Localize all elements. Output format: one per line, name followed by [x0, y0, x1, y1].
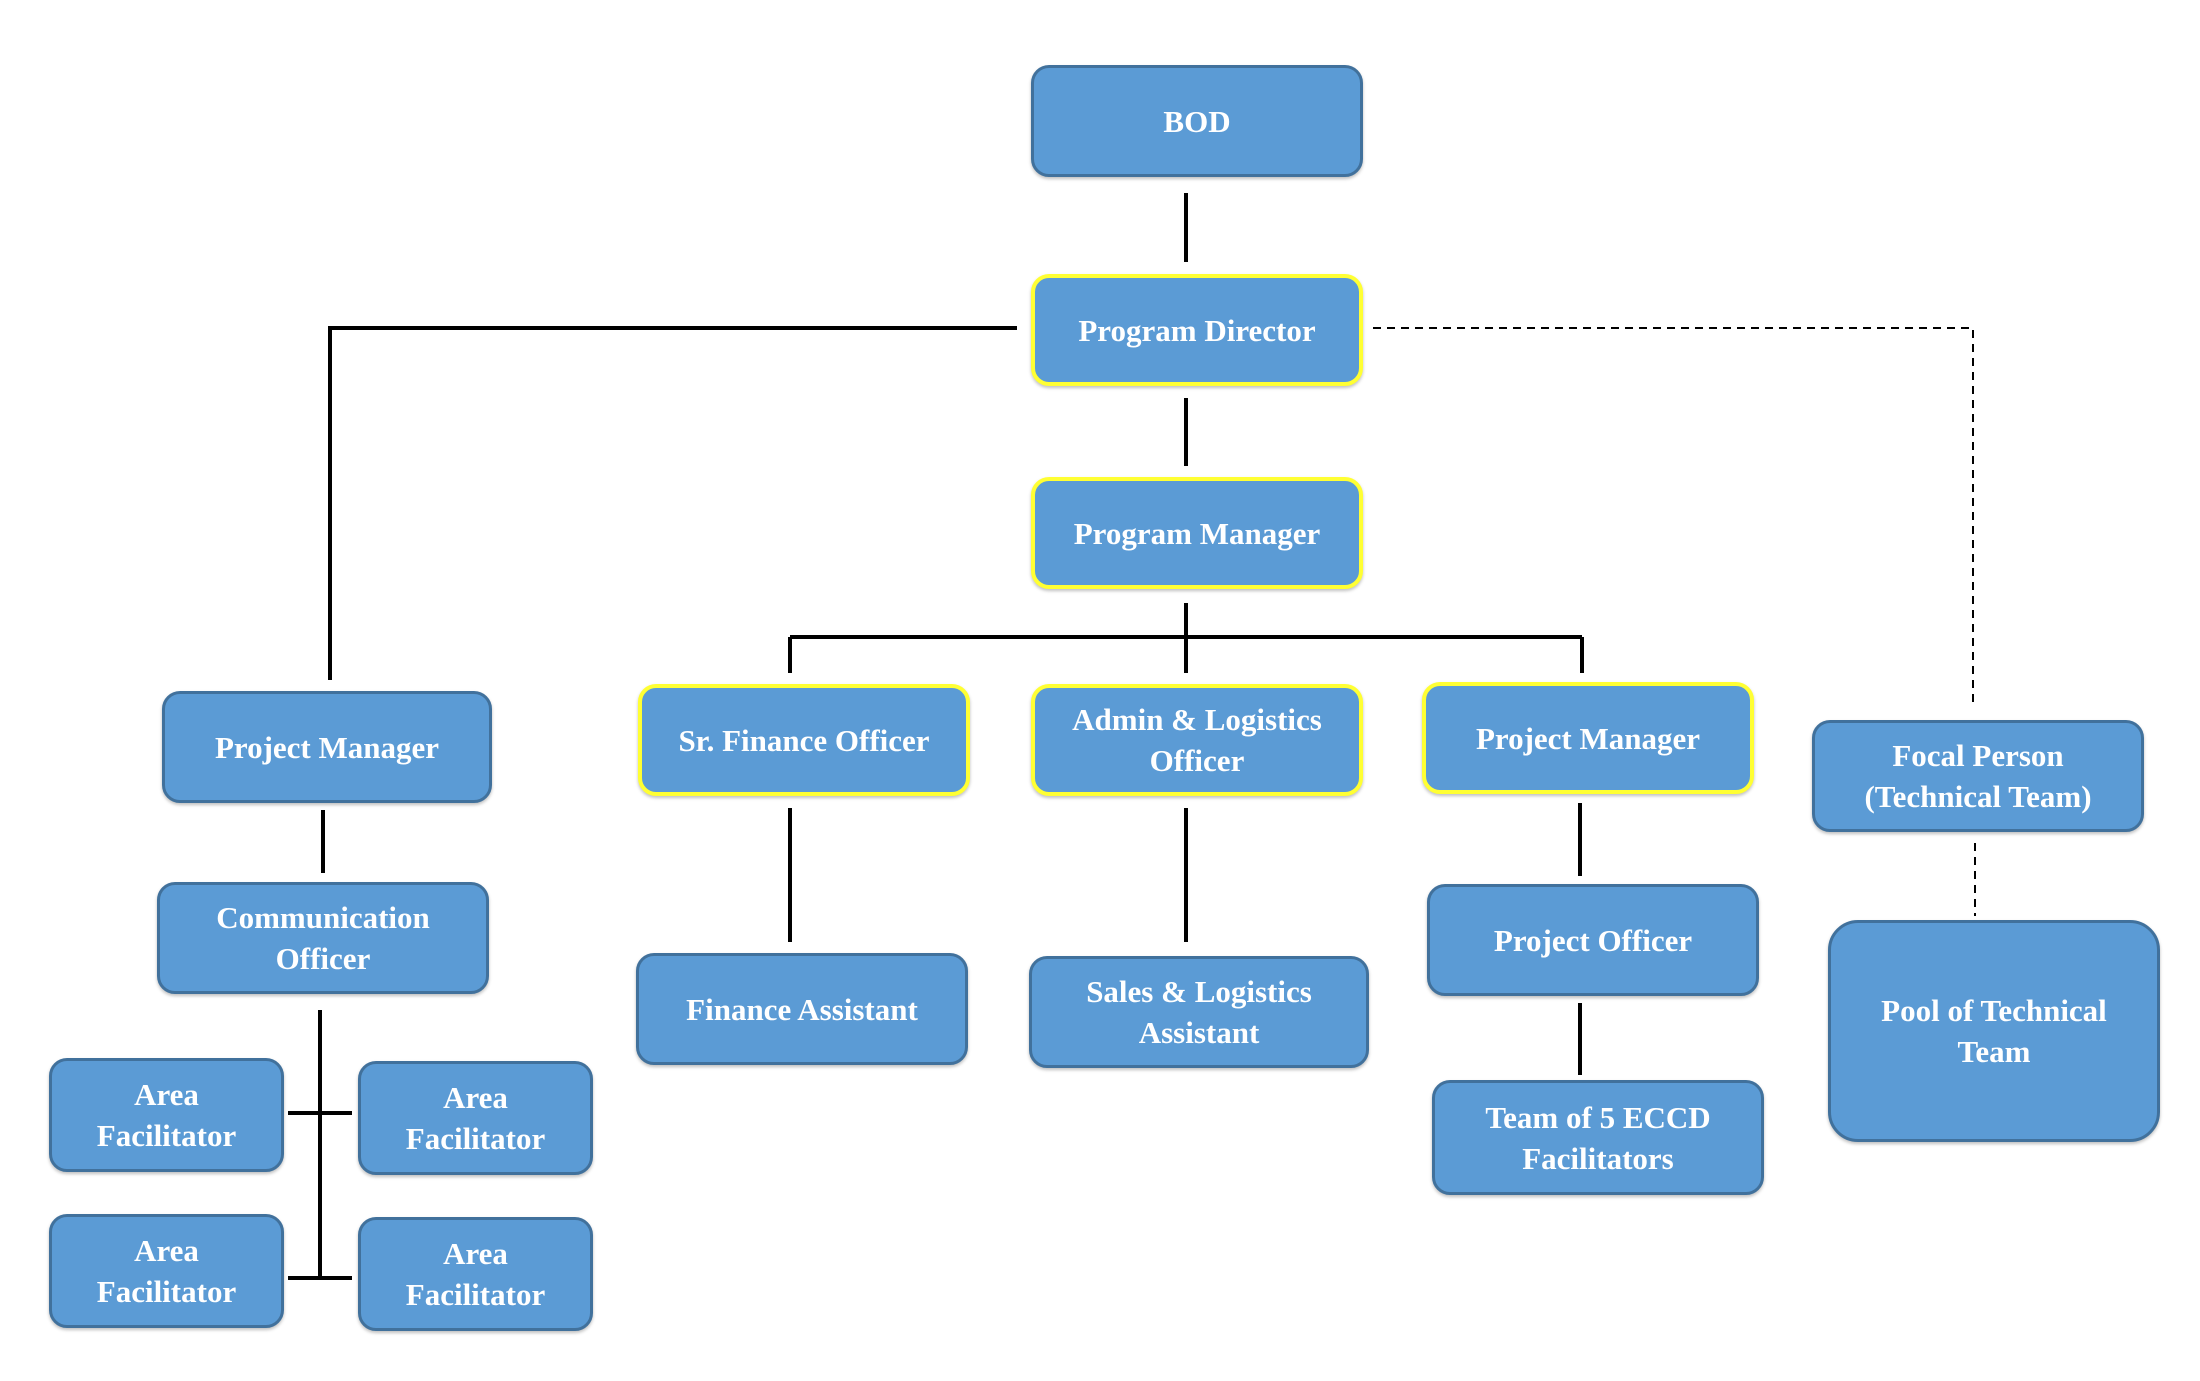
box-program-director: Program Director: [1031, 274, 1363, 386]
connector-director-pm-left: [328, 326, 1017, 680]
box-sales-logistics-assistant: Sales & Logistics Assistant: [1029, 956, 1369, 1068]
box-program-manager: Program Manager: [1031, 477, 1363, 589]
box-communication-officer: Communication Officer: [157, 882, 489, 994]
box-focal-person: Focal Person (Technical Team): [1812, 720, 2144, 832]
box-sr-finance-officer: Sr. Finance Officer: [638, 684, 970, 796]
box-project-manager-left: Project Manager: [162, 691, 492, 803]
box-project-officer: Project Officer: [1427, 884, 1759, 996]
box-bod: BOD: [1031, 65, 1363, 177]
box-area-facilitator-2: Area Facilitator: [358, 1061, 593, 1175]
box-pool-technical-team: Pool of Technical Team: [1828, 920, 2160, 1142]
box-admin-logistics-officer: Admin & Logistics Officer: [1031, 684, 1363, 796]
box-finance-assistant: Finance Assistant: [636, 953, 968, 1065]
dashed-director-focal: [1373, 327, 1974, 707]
box-area-facilitator-3: Area Facilitator: [49, 1214, 284, 1328]
box-team-eccd-facilitators: Team of 5 ECCD Facilitators: [1432, 1080, 1764, 1195]
box-area-facilitator-1: Area Facilitator: [49, 1058, 284, 1172]
box-area-facilitator-4: Area Facilitator: [358, 1217, 593, 1331]
box-project-manager-right: Project Manager: [1422, 682, 1754, 794]
